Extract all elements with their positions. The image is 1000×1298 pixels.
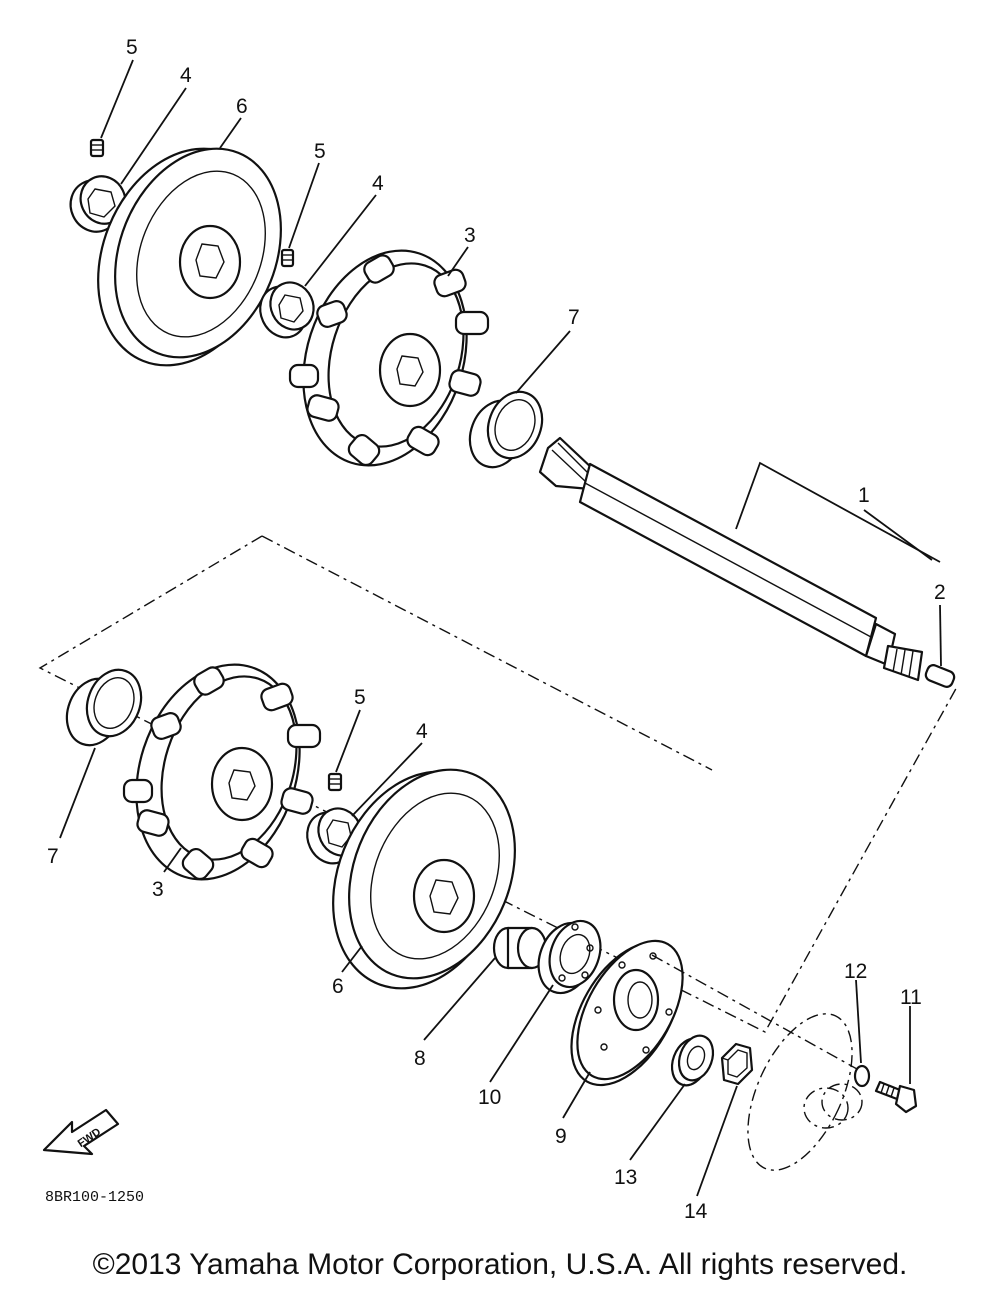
callout-7: 7 xyxy=(568,306,580,329)
diagram-code: 8BR100-1250 xyxy=(45,1189,144,1206)
leader-line xyxy=(855,979,862,1064)
washer xyxy=(670,1034,715,1087)
hex-bolt xyxy=(874,1080,918,1114)
callout-10: 10 xyxy=(478,1086,501,1109)
leader-line xyxy=(629,1083,686,1161)
callout-1: 1 xyxy=(858,484,870,507)
copyright-notice: ©2013 Yamaha Motor Corporation, U.S.A. A… xyxy=(92,1248,908,1281)
callout-6: 6 xyxy=(332,975,344,998)
callout-4: 4 xyxy=(416,720,428,743)
leader-line xyxy=(335,709,361,773)
set-screw-upper-mid xyxy=(280,248,295,268)
drive-sprocket-upper xyxy=(288,249,490,467)
callout-8: 8 xyxy=(414,1047,426,1070)
idler-wheel-lower xyxy=(332,768,516,990)
leader-line xyxy=(351,742,423,817)
reference-hub xyxy=(651,954,867,1171)
callout-4: 4 xyxy=(372,172,384,195)
bushing-upper xyxy=(468,390,544,469)
set-screw-upper-left xyxy=(89,138,105,158)
leader-line xyxy=(696,1085,738,1197)
callout-13: 13 xyxy=(614,1166,637,1189)
callout-14: 14 xyxy=(684,1200,708,1223)
forward-arrow-icon: FWD xyxy=(42,1108,120,1156)
leader-line xyxy=(515,330,571,394)
lock-washer xyxy=(853,1064,871,1088)
leader-line xyxy=(489,984,554,1083)
leader-line xyxy=(341,945,363,973)
callout-11: 11 xyxy=(900,986,922,1009)
idler-wheel-upper xyxy=(97,147,282,367)
callout-12: 12 xyxy=(844,960,867,983)
callout-9: 9 xyxy=(555,1125,567,1148)
hex-nut xyxy=(720,1042,754,1086)
leader-line xyxy=(120,87,187,185)
leader-bracket xyxy=(735,461,941,563)
callout-4: 4 xyxy=(180,64,192,87)
leader-line xyxy=(304,194,377,287)
assembly-outline-left xyxy=(261,535,713,771)
bearing-flange-plate xyxy=(570,939,684,1087)
callout-5: 5 xyxy=(354,686,366,709)
leader-line xyxy=(100,59,134,139)
collar-upper-left xyxy=(69,175,127,233)
leader-line xyxy=(219,117,242,149)
callout-5: 5 xyxy=(126,36,138,59)
callout-5: 5 xyxy=(314,140,326,163)
ball-bearing xyxy=(537,919,602,995)
leader-line xyxy=(288,162,320,249)
leader-line xyxy=(59,747,96,839)
leader-line xyxy=(447,246,469,277)
bushing-lower xyxy=(65,668,143,747)
leader-line xyxy=(939,604,942,667)
drive-sprocket-lower xyxy=(122,663,322,881)
callout-7: 7 xyxy=(47,845,59,868)
assembly-outline xyxy=(38,535,959,1033)
leader-line xyxy=(863,509,933,561)
callout-2: 2 xyxy=(934,581,946,604)
callout-6: 6 xyxy=(236,95,248,118)
drive-shaft xyxy=(538,436,924,682)
set-screw-lower xyxy=(327,772,343,792)
callout-3: 3 xyxy=(152,878,164,901)
shaft-end-pin xyxy=(924,664,956,688)
leader-line xyxy=(423,957,496,1041)
callout-3: 3 xyxy=(464,224,476,247)
leader-line xyxy=(163,847,182,873)
collar-upper-mid xyxy=(259,281,315,339)
leader-line xyxy=(562,1071,591,1119)
